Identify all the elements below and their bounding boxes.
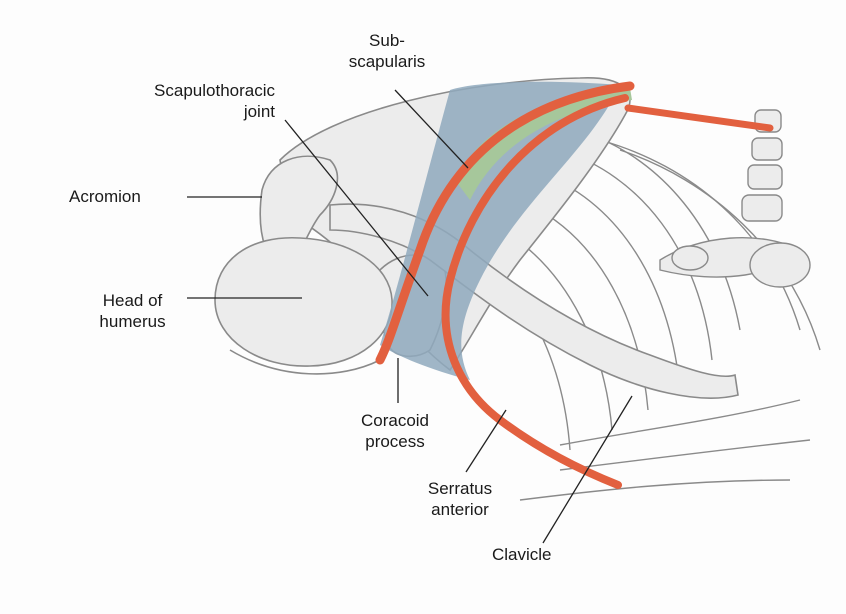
label-acromion: Acromion — [69, 186, 141, 207]
label-clavicle: Clavicle — [492, 544, 552, 565]
label-head-of-humerus-line2: humerus — [80, 311, 185, 332]
leader-clavicle — [543, 396, 632, 543]
label-coracoid-line2: process — [340, 431, 450, 452]
vertebrae — [660, 110, 810, 287]
leader-serratus — [466, 410, 506, 472]
label-subscapularis-line2: scapularis — [337, 51, 437, 72]
label-acromion-text: Acromion — [69, 186, 141, 207]
label-subscapularis-line1: Sub- — [337, 30, 437, 51]
label-subscapularis: Sub- scapularis — [337, 30, 437, 72]
label-serratus-line1: Serratus — [400, 478, 520, 499]
label-scapulothoracic-joint: Scapulothoracic joint — [80, 80, 275, 122]
label-clavicle-text: Clavicle — [492, 544, 552, 565]
label-scapulothoracic-line1: Scapulothoracic — [80, 80, 275, 101]
label-head-of-humerus-line1: Head of — [80, 290, 185, 311]
label-scapulothoracic-line2: joint — [80, 101, 275, 122]
label-serratus-line2: anterior — [400, 499, 520, 520]
label-head-of-humerus: Head of humerus — [80, 290, 185, 332]
label-coracoid-process: Coracoid process — [340, 410, 450, 452]
label-serratus-anterior: Serratus anterior — [400, 478, 520, 520]
label-coracoid-line1: Coracoid — [340, 410, 450, 431]
humerus — [215, 238, 392, 374]
